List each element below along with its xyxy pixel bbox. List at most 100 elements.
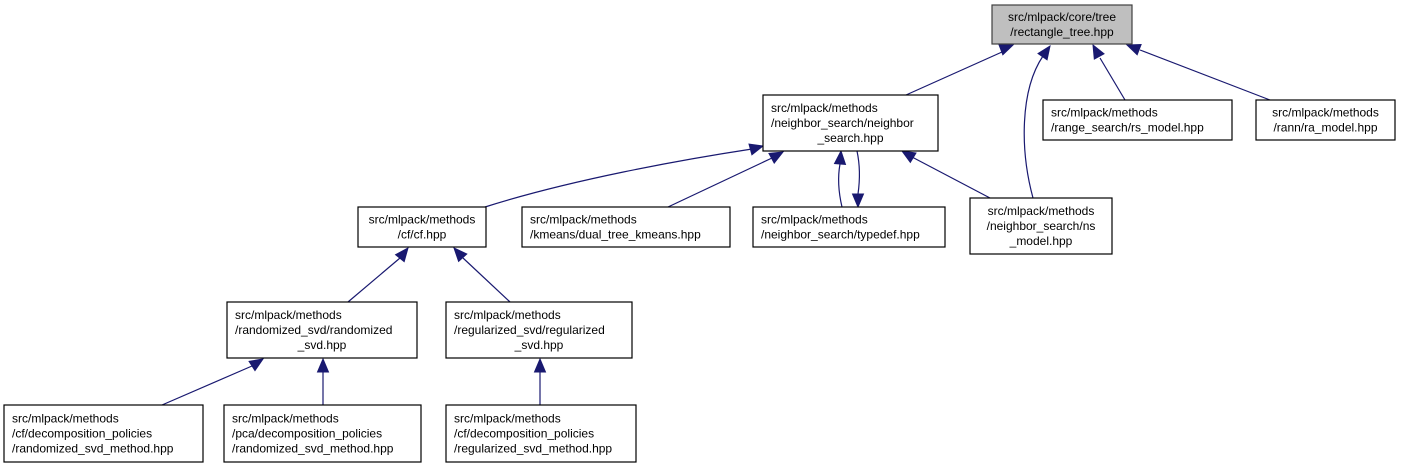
edge-line [1023, 55, 1044, 199]
edges-layer [161, 43, 1271, 406]
node-label-line: _search.hpp [816, 131, 883, 145]
nodes-layer: src/mlpack/core/tree/rectangle_tree.hpps… [3, 4, 1396, 463]
node-label-line: /randomized_svd_method.hpp [232, 442, 394, 456]
node-label-line: /cf/decomposition_policies [12, 427, 152, 441]
node-label-line: /randomized_svd/randomized [235, 323, 392, 337]
node-label-line: src/mlpack/methods [235, 308, 342, 322]
node-box [226, 301, 418, 359]
node-rs-model[interactable]: src/mlpack/methods/range_search/rs_model… [1042, 99, 1233, 141]
node-ns-model[interactable]: src/mlpack/methods/neighbor_search/ns_mo… [969, 197, 1113, 255]
arrowhead-icon [998, 44, 1015, 56]
edge-neighbor_search-to-root [905, 44, 1015, 96]
node-dual-tree-kmeans[interactable]: src/mlpack/methods/kmeans/dual_tree_kmea… [521, 206, 731, 248]
node-regularized-svd[interactable]: src/mlpack/methods/regularized_svd/regul… [445, 301, 633, 359]
node-label-line: src/mlpack/methods [454, 412, 561, 426]
arrowhead-icon [748, 143, 765, 156]
edge-cf_randomized_svd_method-to-randomized_svd [161, 358, 265, 406]
node-label-line: src/mlpack/methods [1272, 106, 1379, 120]
node-neighbor-search[interactable]: src/mlpack/methods/neighbor_search/neigh… [762, 94, 939, 152]
node-label-line: _model.hpp [1009, 234, 1073, 248]
arrowhead-icon [1125, 44, 1142, 56]
node-box [445, 301, 633, 359]
node-label-line: /range_search/rs_model.hpp [1051, 121, 1204, 135]
node-label-line: /neighbor_search/typedef.hpp [761, 228, 920, 242]
edge-cf-to-neighbor_search [484, 143, 765, 208]
node-pca-randomized-svd-method[interactable]: src/mlpack/methods/pca/decomposition_pol… [223, 404, 422, 463]
edge-line [462, 257, 511, 303]
edge-line [856, 150, 860, 195]
arrowhead-icon [394, 246, 409, 263]
edge-regularized_svd-to-cf [453, 247, 511, 303]
edge-line [911, 156, 991, 199]
node-label-line: src/mlpack/methods [761, 213, 868, 227]
edge-dual_tree_kmeans-to-neighbor_search [667, 151, 785, 208]
edge-line [905, 51, 1003, 96]
node-cf-regularized-svd-method[interactable]: src/mlpack/methods/cf/decomposition_poli… [445, 404, 637, 463]
node-label-line: src/mlpack/core/tree [1008, 10, 1116, 24]
node-cf[interactable]: src/mlpack/methods/cf/cf.hpp [357, 206, 487, 248]
arrowhead-icon [248, 358, 265, 372]
node-label-line: _svd.hpp [514, 338, 564, 352]
node-label-line: _svd.hpp [297, 338, 347, 352]
edge-rs_model-to-root [1092, 43, 1126, 101]
node-box [762, 94, 939, 152]
node-label-line: src/mlpack/methods [1051, 106, 1158, 120]
node-label-line: /rann/ra_model.hpp [1273, 121, 1377, 135]
node-label-line: src/mlpack/methods [454, 308, 561, 322]
node-box [357, 206, 487, 248]
edge-ra_model-to-root [1125, 44, 1271, 101]
node-box [223, 404, 422, 463]
edge-typedef-to-neighbor_search [833, 149, 847, 208]
node-box [521, 206, 731, 248]
node-label-line: /neighbor_search/ns [987, 219, 1096, 233]
node-randomized-svd[interactable]: src/mlpack/methods/randomized_svd/random… [226, 301, 418, 359]
edge-neighbor_search-to-typedef [851, 150, 865, 209]
node-label-line: src/mlpack/methods [369, 213, 476, 227]
edge-line [667, 157, 773, 208]
arrowhead-icon [1037, 44, 1051, 61]
node-label-line: /rectangle_tree.hpp [1010, 25, 1114, 39]
arrowhead-icon [833, 149, 847, 165]
node-ra-model[interactable]: src/mlpack/methods/rann/ra_model.hpp [1255, 99, 1396, 141]
node-box [1255, 99, 1396, 141]
node-label-line: /pca/decomposition_policies [232, 427, 382, 441]
node-box [3, 404, 204, 463]
node-label-line: src/mlpack/methods [530, 213, 637, 227]
node-label-line: /cf/cf.hpp [398, 228, 447, 242]
edge-ns_model-to-neighbor_search [900, 150, 991, 199]
node-box [752, 206, 946, 248]
edge-randomized_svd-to-cf [347, 246, 409, 303]
node-box [1042, 99, 1233, 141]
arrowhead-icon [768, 151, 785, 164]
node-box [969, 197, 1113, 255]
node-label-line: src/mlpack/methods [232, 412, 339, 426]
node-root: src/mlpack/core/tree/rectangle_tree.hpp [991, 4, 1133, 45]
arrowhead-icon [316, 357, 330, 373]
edge-line [161, 365, 253, 406]
node-typedef[interactable]: src/mlpack/methods/neighbor_search/typed… [752, 206, 946, 248]
edge-line [1139, 49, 1271, 101]
node-label-line: /randomized_svd_method.hpp [12, 442, 174, 456]
node-label-line: src/mlpack/methods [771, 101, 878, 115]
node-box [991, 4, 1133, 45]
node-label-line: src/mlpack/methods [12, 412, 119, 426]
node-label-line: /kmeans/dual_tree_kmeans.hpp [530, 228, 701, 242]
node-label-line: /neighbor_search/neighbor [771, 116, 914, 130]
arrowhead-icon [851, 193, 865, 209]
arrowhead-icon [1092, 43, 1105, 60]
arrowhead-icon [533, 357, 547, 373]
node-label-line: /cf/decomposition_policies [454, 427, 594, 441]
edge-cf_regularized_svd_method-to-regularized_svd [533, 357, 547, 405]
node-label-line: /regularized_svd/regularized [454, 323, 605, 337]
edge-line [838, 163, 843, 208]
node-cf-randomized-svd-method[interactable]: src/mlpack/methods/cf/decomposition_poli… [3, 404, 204, 463]
node-box [445, 404, 637, 463]
edge-ns_model-to-root [1023, 44, 1051, 199]
edge-line [484, 148, 753, 208]
arrowhead-icon [900, 150, 917, 164]
arrowhead-icon [453, 247, 468, 263]
edge-line [347, 257, 401, 303]
node-label-line: src/mlpack/methods [988, 204, 1095, 218]
edge-pca_randomized_svd_method-to-randomized_svd [316, 357, 330, 405]
